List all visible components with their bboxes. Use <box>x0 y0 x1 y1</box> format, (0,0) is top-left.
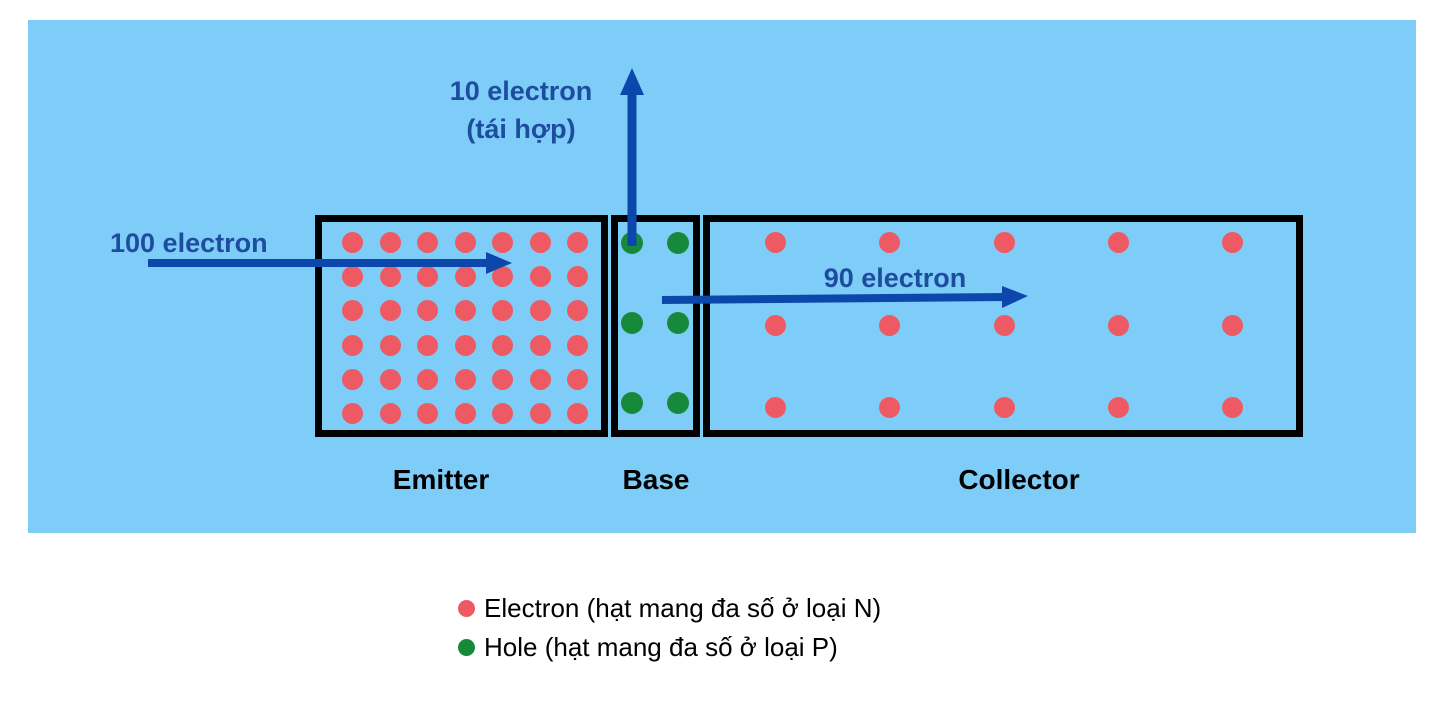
electron-dot <box>417 368 438 390</box>
collector-region-box <box>703 215 1303 437</box>
electron-dot <box>993 232 1015 253</box>
electron-dot <box>1107 397 1129 418</box>
electron-dot <box>567 334 588 356</box>
electron-dot <box>765 397 786 418</box>
electron-dot <box>1107 314 1129 336</box>
electron-dot <box>765 232 786 253</box>
electron-dot <box>1222 397 1243 418</box>
electron-dot <box>529 368 551 390</box>
base-region-box <box>611 215 700 437</box>
hole-dot-icon <box>458 639 475 656</box>
hole-dot <box>667 232 689 254</box>
electron-dot <box>529 402 551 424</box>
hole-dot <box>621 392 643 414</box>
electron-dot <box>492 368 513 390</box>
electron-dot <box>529 300 551 322</box>
electron-dot <box>567 300 588 322</box>
electron-dot <box>1107 232 1129 253</box>
electron-dot <box>567 368 588 390</box>
electron-dot <box>454 232 476 253</box>
electron-dot <box>417 300 438 322</box>
electron-dot <box>765 314 786 336</box>
electron-dot <box>342 266 363 288</box>
electron-dot <box>454 300 476 322</box>
legend-electron-label: Electron (hạt mang đa số ở loại N) <box>484 593 882 623</box>
electron-dot <box>993 314 1015 336</box>
electron-dot <box>417 334 438 356</box>
electron-dot <box>379 300 401 322</box>
electron-dot <box>529 266 551 288</box>
collector-region-label: Collector <box>958 464 1080 495</box>
base-recombination-label-line2: (tái hợp) <box>466 114 576 144</box>
electron-dot <box>454 402 476 424</box>
electron-dot <box>879 397 901 418</box>
legend-item-electron: Electron (hạt mang đa số ở loại N) <box>458 589 881 628</box>
electron-dot <box>993 397 1015 418</box>
electron-dot <box>379 232 401 253</box>
electron-dot <box>529 232 551 253</box>
diagram-background <box>28 20 1416 533</box>
hole-dot <box>621 232 643 254</box>
electron-dot <box>492 334 513 356</box>
electron-dot <box>1222 314 1243 336</box>
electron-dot <box>342 402 363 424</box>
legend-item-hole: Hole (hạt mang đa số ở loại P) <box>458 628 881 667</box>
hole-dot <box>667 392 689 414</box>
emitter-region-label: Emitter <box>392 464 490 495</box>
electron-dot <box>342 334 363 356</box>
electron-dot <box>492 402 513 424</box>
electron-dot <box>379 368 401 390</box>
electron-dot <box>417 266 438 288</box>
electron-dot <box>454 334 476 356</box>
electron-dot <box>454 266 476 288</box>
electron-dot <box>342 368 363 390</box>
hole-dot <box>667 312 689 334</box>
electron-dot <box>342 300 363 322</box>
electron-dot <box>879 232 901 253</box>
electron-dot <box>417 232 438 253</box>
electron-dot <box>529 334 551 356</box>
electron-dot <box>1222 232 1243 253</box>
electron-dot-icon <box>458 600 475 617</box>
electron-dot <box>567 232 588 253</box>
electron-dot <box>567 402 588 424</box>
electron-dot <box>492 300 513 322</box>
hole-dot <box>621 312 643 334</box>
legend: Electron (hạt mang đa số ở loại N) Hole … <box>458 589 881 667</box>
electron-dot <box>492 266 513 288</box>
electron-dot <box>379 266 401 288</box>
base-recombination-label: 10 electron (tái hợp) <box>421 72 621 148</box>
collector-current-label: 90 electron <box>823 263 967 293</box>
base-recombination-label-line1: 10 electron <box>449 76 593 106</box>
electron-dot <box>417 402 438 424</box>
electron-dot <box>342 232 363 253</box>
electron-dot <box>879 314 901 336</box>
electron-dot <box>379 402 401 424</box>
electron-dot <box>492 232 513 253</box>
electron-dot <box>567 266 588 288</box>
emitter-region-box <box>315 215 608 437</box>
emitter-injection-label: 100 electron <box>110 228 268 258</box>
base-region-label: Base <box>622 464 690 495</box>
legend-hole-label: Hole (hạt mang đa số ở loại P) <box>484 632 838 662</box>
electron-dot <box>454 368 476 390</box>
electron-dot <box>379 334 401 356</box>
